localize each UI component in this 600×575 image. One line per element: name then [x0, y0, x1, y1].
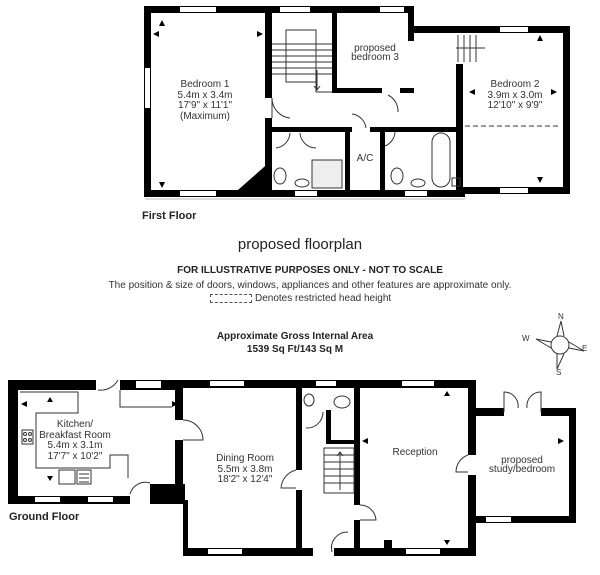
restricted-head-height-swatch: [210, 293, 252, 303]
legend: Denotes restricted head height: [210, 293, 570, 304]
first-floor-plan: [144, 6, 570, 197]
room-reception: Reception: [385, 447, 445, 459]
room-metric: 5.4m x 3.1m: [47, 440, 103, 451]
room-note: (Maximum): [180, 110, 230, 122]
room-imperial: 12'10" x 9'9": [487, 100, 543, 111]
room-proposed-bedroom-3: proposed bedroom 3: [340, 43, 410, 63]
room-proposed-study-bedroom: proposed study/bedroom: [482, 455, 562, 475]
room-ac: A/C: [350, 153, 380, 165]
room-bedroom-1: Bedroom 1 5.4m x 3.4m 17'9" x 11'1" (Max…: [170, 79, 240, 122]
room-name: Bedroom 1: [180, 79, 230, 90]
room-name: proposed: [501, 455, 543, 466]
first-floor-label: First Floor: [142, 210, 197, 222]
room-name: Bedroom 2: [490, 79, 540, 90]
room-name: Kitchen/: [56, 419, 94, 430]
page-title: proposed floorplan: [237, 236, 363, 253]
ground-floor-label: Ground Floor: [9, 511, 80, 523]
room-name-line2: bedroom 3: [351, 52, 399, 63]
room-metric: 5.4m x 3.4m: [177, 89, 233, 101]
room-name: Dining Room: [216, 453, 274, 464]
room-kitchen-breakfast: Kitchen/ Breakfast Room 5.4m x 3.1m 17'7…: [35, 419, 115, 462]
room-dining: Dining Room 5.5m x 3.8m 18'2" x 12'4": [205, 453, 285, 486]
first-floor-arrows: [153, 20, 557, 188]
first-floor-details: [271, 29, 560, 189]
disclaimer-heading: FOR ILLUSTRATIVE PURPOSES ONLY - NOT TO …: [177, 265, 443, 276]
compass-east: E: [582, 344, 588, 353]
room-metric: 5.5m x 3.8m: [217, 463, 273, 475]
room-name: A/C: [356, 153, 374, 164]
room-metric: 3.9m x 3.0m: [487, 89, 543, 101]
compass-south: S: [556, 368, 562, 377]
area-value: 1539 Sq Ft/143 Sq M: [246, 344, 344, 355]
room-name-line2: study/bedroom: [488, 464, 556, 475]
area-label: Approximate Gross Internal Area: [216, 331, 374, 342]
room-imperial: 17'7" x 10'2": [47, 450, 103, 462]
legend-text: Denotes restricted head height: [255, 293, 392, 304]
gross-internal-area: Approximate Gross Internal Area 1539 Sq …: [160, 330, 430, 356]
room-imperial: 18'2" x 12'4": [217, 474, 273, 485]
compass-icon: [535, 320, 585, 370]
room-bedroom-2: Bedroom 2 3.9m x 3.0m 12'10" x 9'9": [475, 79, 555, 112]
room-name-line2: Breakfast Room: [39, 429, 111, 441]
room-name: Reception: [392, 447, 438, 458]
disclaimer-note: The position & size of doors, windows, a…: [108, 280, 512, 291]
compass-north: N: [558, 312, 564, 321]
room-imperial: 17'9" x 11'1": [177, 100, 233, 111]
ground-floor-details: [20, 379, 542, 553]
ground-floor-plan: [8, 380, 576, 556]
ground-floor-arrows: [21, 391, 564, 545]
compass-west: W: [522, 334, 530, 343]
room-name: proposed: [354, 43, 396, 54]
